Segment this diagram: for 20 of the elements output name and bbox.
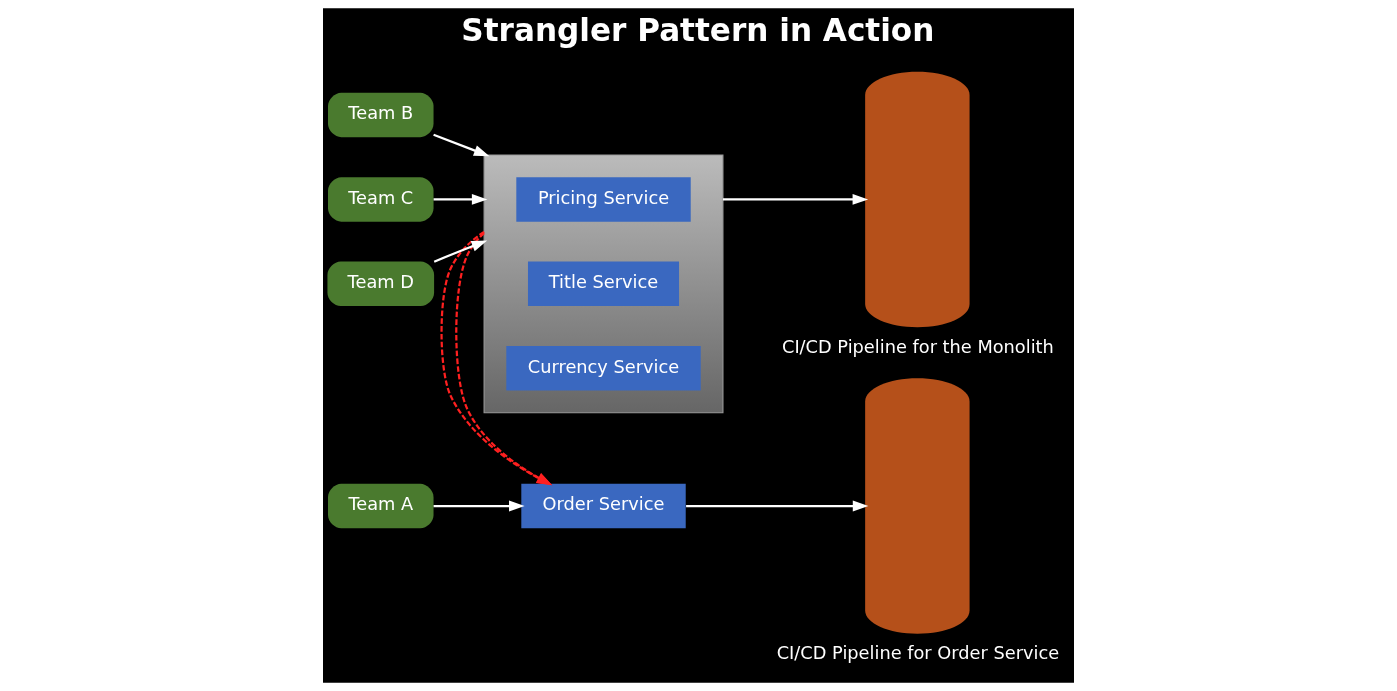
arrow [433, 193, 488, 205]
arrow [686, 500, 869, 512]
node-box: Team D [327, 261, 435, 307]
node-label: CI/CD Pipeline for Order Service [776, 643, 1060, 664]
node-cylinder [865, 378, 970, 634]
arrow [433, 500, 525, 512]
node-box: Team A [328, 483, 434, 529]
arrow [722, 193, 869, 205]
cluster [483, 154, 724, 414]
node-cylinder [865, 71, 970, 328]
node-box: Currency Service [506, 346, 701, 391]
node-box: Team C [328, 177, 434, 222]
diagram-title: Strangler Pattern in Action [461, 11, 935, 48]
arrow [433, 240, 488, 263]
node-box: Title Service [527, 261, 680, 307]
node-box: Team B [328, 92, 434, 138]
node-label: CI/CD Pipeline for the Monolith [781, 336, 1054, 357]
node-box: Pricing Service [516, 177, 691, 222]
arrow [433, 133, 490, 157]
node-box: Order Service [521, 483, 686, 529]
